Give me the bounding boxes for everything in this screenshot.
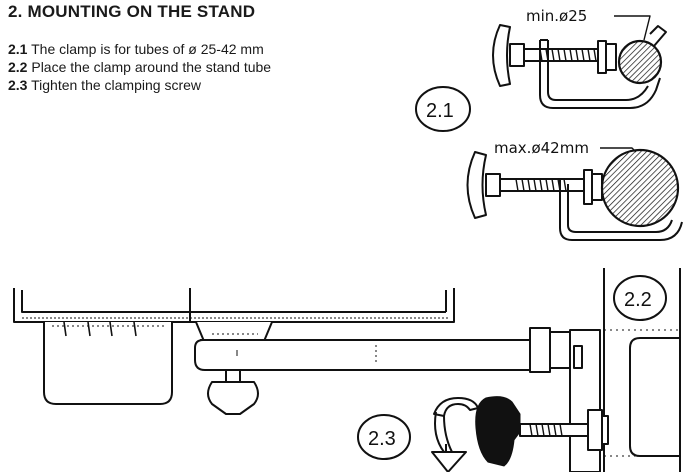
tube-min xyxy=(617,39,663,85)
step-number: 2.2 xyxy=(8,59,28,75)
tube-max xyxy=(600,148,680,228)
steps-list: 2.1 The clamp is for tubes of ø 25-42 mm… xyxy=(8,40,271,94)
callout-2-3: 2.3 xyxy=(357,414,411,460)
callout-2-1: 2.1 xyxy=(415,86,471,132)
svg-text:2.1: 2.1 xyxy=(426,100,454,122)
section-title: 2. MOUNTING ON THE STAND xyxy=(8,2,256,21)
step-text: The clamp is for tubes of ø 25-42 mm xyxy=(31,41,264,57)
knob-icon xyxy=(492,24,511,87)
step-item: 2.2 Place the clamp around the stand tub… xyxy=(8,58,271,76)
step-item: 2.3 Tighten the clamping screw xyxy=(8,76,271,94)
step-number: 2.1 xyxy=(8,41,28,57)
svg-text:2.3: 2.3 xyxy=(368,428,396,450)
black-knob-icon xyxy=(475,396,521,467)
step-text: Place the clamp around the stand tube xyxy=(31,59,272,75)
tray-assembly xyxy=(13,288,531,415)
tighten-arrow-icon xyxy=(431,397,479,472)
svg-text:2.2: 2.2 xyxy=(624,289,652,311)
step-number: 2.3 xyxy=(8,77,28,93)
min-diameter-label: min.ø25 xyxy=(526,7,587,25)
clamp-min-diagram xyxy=(492,15,667,109)
step-text: Tighten the clamping screw xyxy=(31,77,202,93)
max-diameter-label: max.ø42mm xyxy=(494,139,589,157)
knob-icon xyxy=(466,151,487,219)
step-item: 2.1 The clamp is for tubes of ø 25-42 mm xyxy=(8,40,271,58)
clamp-max-diagram xyxy=(466,147,683,241)
stand-clamp xyxy=(519,268,681,472)
callout-2-2: 2.2 xyxy=(613,275,667,321)
